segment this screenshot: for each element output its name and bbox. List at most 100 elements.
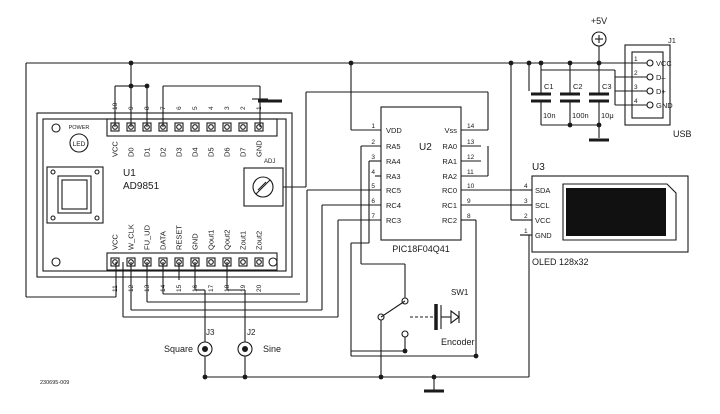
- u1-top-pin-4: [206, 122, 216, 132]
- junction-dot: [538, 60, 544, 66]
- u1-top-pin-name: D4: [191, 147, 200, 157]
- u1-bottom-pin-num: 19: [240, 284, 247, 292]
- power-rail: [25, 62, 640, 298]
- adj-potentiometer: ADJ: [243, 159, 284, 207]
- j3-ref: J3: [206, 328, 215, 337]
- u1-bottom-pin-17: [206, 257, 216, 267]
- j2-sine: J2 Sine: [237, 300, 281, 357]
- junction-dot: [242, 374, 248, 380]
- oscillator: [46, 166, 104, 224]
- junction-dot: [567, 60, 573, 66]
- junction-dot: [128, 60, 134, 66]
- cap-ref: C2: [573, 82, 583, 91]
- j1-pin-contact: [646, 101, 654, 109]
- j3-label: Square: [164, 344, 193, 354]
- u1-bottom-pin-num: 15: [176, 284, 183, 292]
- u2-left-pin-num: 1: [371, 123, 375, 130]
- u2-left-pin-num: 3: [371, 154, 375, 161]
- u2-left-pin-name: RC5: [386, 186, 401, 195]
- junction-dot: [378, 374, 384, 380]
- u1-top-pin-3: [222, 122, 232, 132]
- junction-dot: [567, 122, 573, 128]
- u2-right-pin-name: RC1: [442, 201, 457, 210]
- u1-bottom-pin-11: [110, 257, 120, 267]
- u1-bottom-pin-num: 11: [112, 285, 119, 292]
- u1-bottom-pin-name: Zout1: [239, 231, 248, 250]
- j1-label: USB: [673, 129, 692, 139]
- u1-bottom-pin-name: Qout1: [207, 230, 216, 250]
- supply-label: +5V: [591, 16, 607, 26]
- junction-dot: [431, 374, 437, 380]
- u1-top-pin-name: D0: [127, 147, 136, 157]
- u1-bottom-pin-name: Zout2: [255, 231, 264, 250]
- u3-pin-name: SCL: [535, 201, 550, 210]
- u2-right-pin-name: RA1: [442, 157, 457, 166]
- u1-module: LED POWER U1 AD9851 ADJ: [36, 112, 293, 278]
- u3-pin-name: VCC: [535, 216, 551, 225]
- u1-top-pin-1: [254, 122, 264, 132]
- u1-top-pin-hole: [176, 124, 182, 130]
- j1-pin-name: GND: [656, 101, 673, 110]
- junction-dot: [596, 60, 602, 66]
- u1-top-pin-num: 4: [208, 106, 215, 110]
- u2-left-pin-num: 4: [371, 169, 375, 176]
- u1-bottom-pins: 11VCC12W_CLK13FU_UD14DATA15RESET16GND17Q…: [110, 224, 264, 292]
- u1-top-pin-name: D6: [223, 147, 232, 157]
- j1-pin-contact: [646, 73, 654, 81]
- j2-label: Sine: [263, 344, 281, 354]
- j1-usb: J1 USB: [614, 36, 692, 139]
- u1-top-pin-name: D2: [159, 147, 168, 157]
- u2-left-pin-name: RA5: [386, 142, 401, 151]
- u2-right-pin-name: RA0: [442, 142, 457, 151]
- u2-left-pin-name: RC4: [386, 201, 401, 210]
- power-led-label: POWER: [69, 125, 90, 131]
- u3-pin-num: 1: [524, 228, 528, 235]
- u1-bottom-pin-num: 17: [208, 284, 215, 292]
- u1-top-pin-hole: [240, 124, 246, 130]
- u2-right-pin-num: 8: [467, 213, 471, 220]
- j1-pin-num: 2: [634, 70, 638, 77]
- supply-5v: +5V: [591, 16, 607, 63]
- u1-top-wires: [114, 63, 282, 127]
- u1-top-pin-name: D1: [143, 147, 152, 157]
- u1-top-pin-name: D3: [175, 147, 184, 157]
- u1-top-pin-num: 5: [192, 106, 199, 110]
- u1-bottom-pin-name: GND: [191, 233, 200, 250]
- j1-pin-name: VCC: [656, 59, 672, 68]
- u2-part: PIC18F04Q41: [392, 244, 450, 254]
- u1-top-pin-hole: [256, 124, 262, 130]
- j1-ref: J1: [668, 36, 676, 45]
- adj-label: ADJ: [264, 159, 275, 165]
- j1-pin-num: 3: [634, 84, 638, 91]
- u2-right-pin-name: Vss: [444, 126, 457, 135]
- u1-top-pin-name: GND: [255, 140, 264, 157]
- u1-bottom-pin-hole: [240, 259, 246, 265]
- u2-left-pin-name: RA4: [386, 157, 401, 166]
- u1-bottom-pin-name: FU_UD: [143, 224, 152, 250]
- u2-left-pin-name: RA3: [386, 172, 401, 181]
- u1-bottom-pin-name: RESET: [175, 225, 184, 250]
- u2-left-pin-num: 5: [371, 183, 375, 190]
- u1-bottom-pin-19: [238, 257, 248, 267]
- u2-right-pin-num: 10: [467, 183, 475, 190]
- u2-right-pin-num: 13: [467, 139, 475, 146]
- u3-oled: U3 OLED 128x32: [531, 162, 689, 267]
- junction-dot: [402, 348, 408, 354]
- u1-part: AD9851: [123, 181, 160, 192]
- junction-dot: [508, 60, 514, 66]
- cap-value: 10n: [543, 111, 556, 120]
- j1-pin-name: D–: [656, 73, 666, 82]
- u1-top-pin-num: 3: [224, 106, 231, 110]
- j1-pin-num: 1: [634, 56, 638, 63]
- junction-dot: [128, 83, 134, 89]
- u3-part: OLED 128x32: [532, 257, 589, 267]
- j1-pin-contact: [646, 87, 654, 95]
- u1-top-pin-2: [238, 122, 248, 132]
- ground-rail: [205, 63, 530, 393]
- output-wires: [178, 262, 246, 377]
- u1-top-pin-num: 6: [176, 106, 183, 110]
